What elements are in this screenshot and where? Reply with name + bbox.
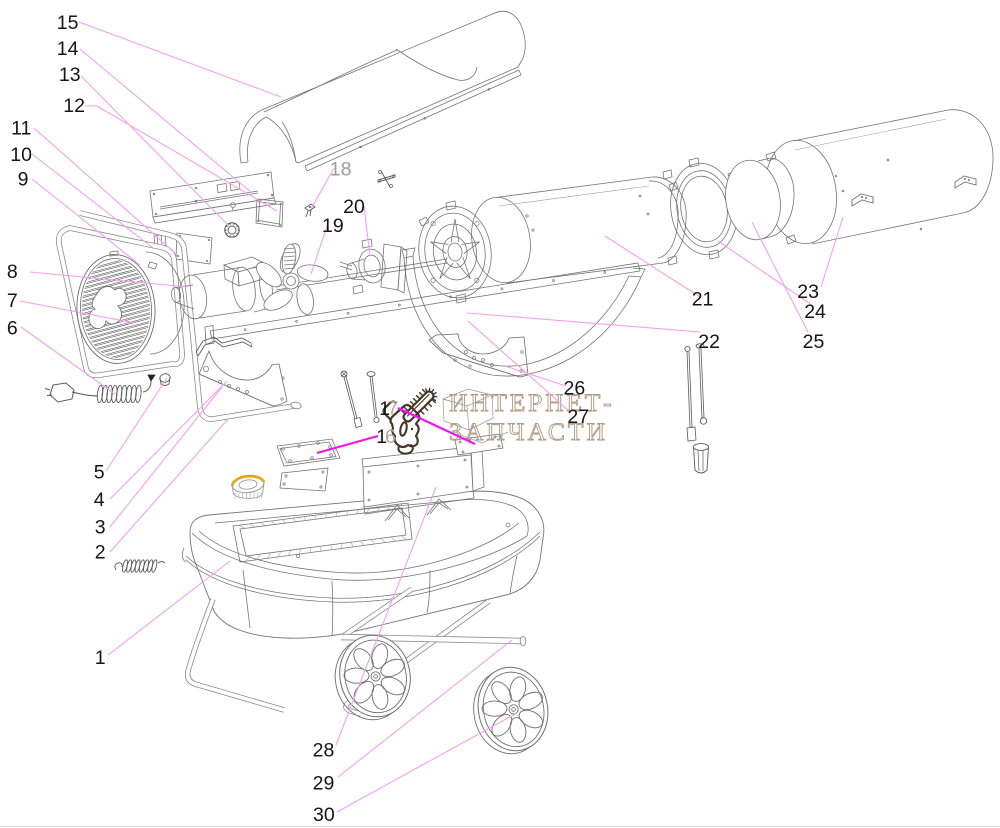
svg-text:7: 7 [7, 290, 18, 312]
svg-text:6: 6 [385, 426, 396, 448]
svg-text:30: 30 [313, 804, 335, 826]
svg-text:ЗАПЧАСТИ: ЗАПЧАСТИ [449, 417, 608, 446]
svg-text:10: 10 [10, 144, 32, 166]
svg-text:ИНТЕРНЕТ-: ИНТЕРНЕТ- [449, 388, 614, 417]
svg-text:2: 2 [95, 542, 106, 564]
svg-text:21: 21 [692, 289, 714, 311]
svg-text:1: 1 [95, 647, 106, 669]
svg-text:20: 20 [343, 196, 365, 218]
svg-text:1: 1 [376, 426, 387, 448]
svg-text:29: 29 [313, 773, 335, 795]
svg-text:28: 28 [313, 739, 335, 761]
svg-text:26: 26 [564, 378, 586, 400]
svg-text:3: 3 [95, 517, 106, 539]
svg-text:12: 12 [63, 95, 85, 117]
svg-text:1: 1 [379, 398, 390, 420]
svg-text:14: 14 [57, 38, 79, 60]
svg-text:5: 5 [94, 462, 105, 484]
svg-text:7: 7 [388, 398, 399, 420]
svg-text:19: 19 [322, 215, 344, 237]
svg-text:25: 25 [803, 331, 825, 353]
svg-text:24: 24 [804, 301, 826, 323]
svg-text:18: 18 [330, 158, 352, 180]
svg-text:23: 23 [797, 281, 819, 303]
svg-text:13: 13 [59, 64, 81, 86]
svg-text:4: 4 [94, 489, 105, 511]
svg-text:15: 15 [57, 12, 79, 34]
svg-text:8: 8 [7, 261, 18, 283]
svg-text:9: 9 [18, 169, 29, 191]
svg-text:27: 27 [567, 406, 589, 428]
svg-text:6: 6 [7, 318, 18, 340]
svg-text:11: 11 [11, 118, 31, 140]
svg-text:22: 22 [698, 331, 720, 353]
